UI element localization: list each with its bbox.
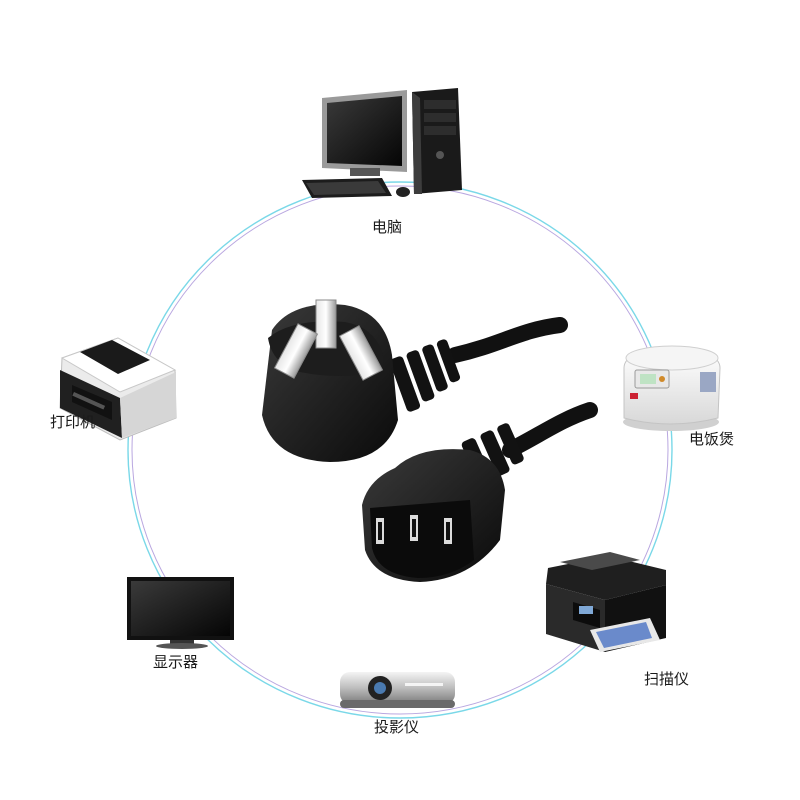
computer-label: 电脑: [372, 218, 403, 236]
projector-label: 投影仪: [374, 718, 420, 736]
power-cord-icon: [262, 299, 598, 582]
printer-icon: [59, 337, 177, 441]
scanner-label: 扫描仪: [644, 670, 690, 688]
scanner-printer-icon: [546, 552, 666, 652]
desktop-computer-icon: [302, 88, 462, 198]
printer-label: 打印机: [50, 413, 96, 431]
monitor-label: 显示器: [153, 653, 199, 671]
projector-icon: [340, 672, 455, 708]
rice-cooker-icon: [623, 345, 721, 431]
monitor-icon: [127, 577, 234, 649]
rice-cooker-label: 电饭煲: [689, 430, 735, 448]
connection-ring: [127, 181, 673, 719]
